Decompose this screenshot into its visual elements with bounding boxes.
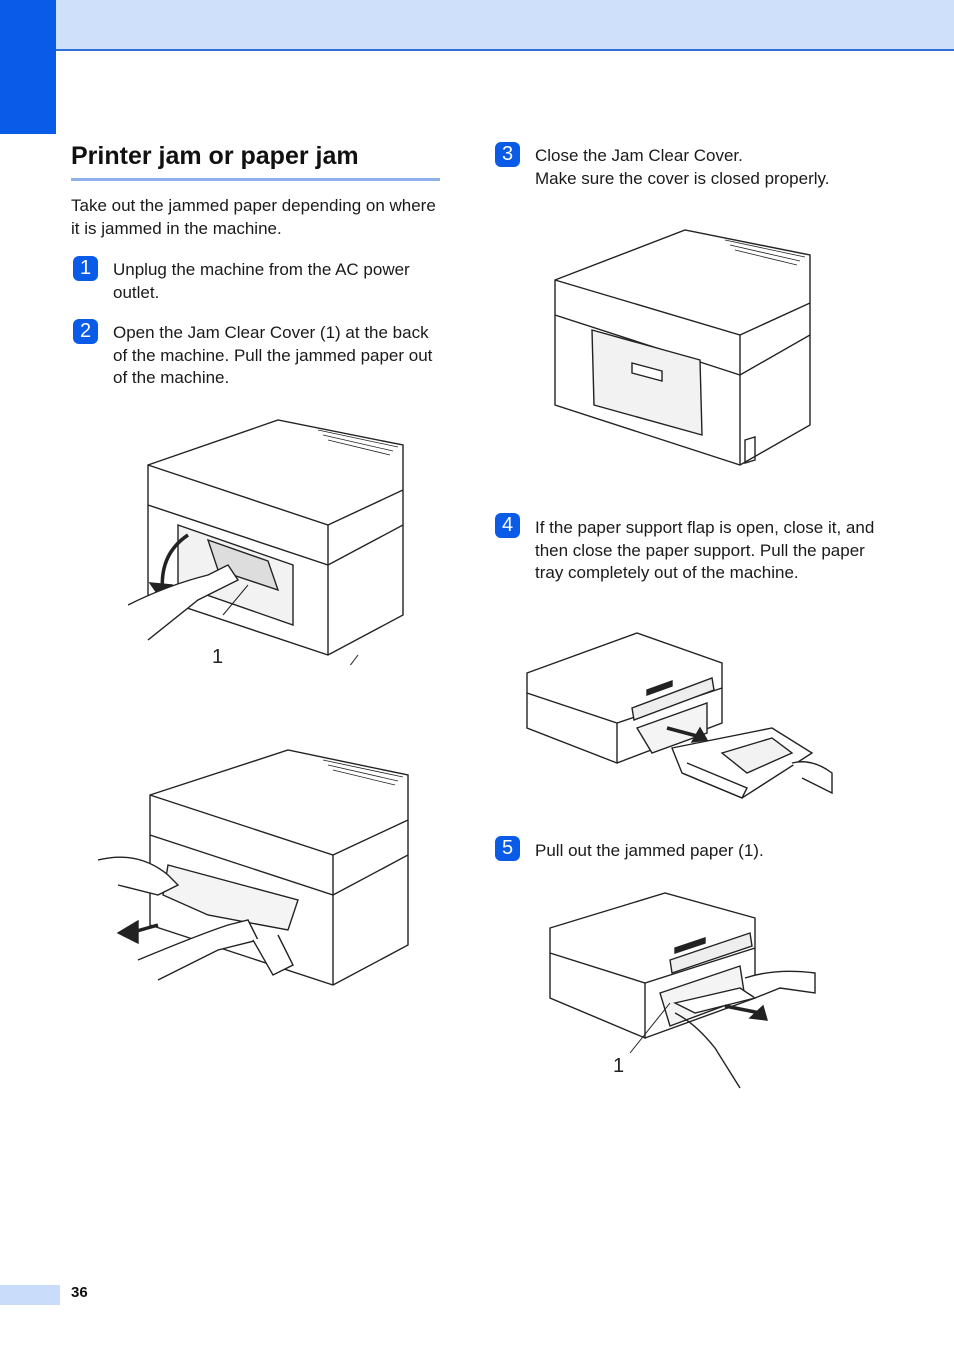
page-number-tab [0,1285,60,1305]
figure-pull-paper-back [98,745,413,990]
title-underline [71,178,440,181]
step-5-number: 5 [495,836,520,861]
step-2-number: 2 [73,319,98,344]
figure-cover-closed [550,225,815,470]
step-1-text: Unplug the machine from the AC power out… [113,260,410,302]
callout-1-fig1: 1 [212,646,224,668]
step-5-text: Pull out the jammed paper (1). [535,841,764,860]
intro-text: Take out the jammed paper depending on w… [71,196,436,238]
figure-pull-paper-front [545,888,820,1093]
callout-1-fig5: 1 [613,1055,625,1077]
section-title: Printer jam or paper jam [71,142,359,170]
page-number: 36 [71,1284,88,1301]
header-band [0,0,954,51]
step-3-number: 3 [495,142,520,167]
step-3-text: Close the Jam Clear Cover. [535,146,743,165]
figure-pull-paper-tray [522,628,837,803]
chapter-tab [0,0,56,134]
step-4-number: 4 [495,513,520,538]
step-1-number: 1 [73,256,98,281]
step-3-text-2: Make sure the cover is closed properly. [535,169,830,188]
step-2-text: Open the Jam Clear Cover (1) at the back… [113,323,433,387]
figure-open-jam-cover [128,415,408,665]
step-4-text: If the paper support flap is open, close… [535,518,875,582]
